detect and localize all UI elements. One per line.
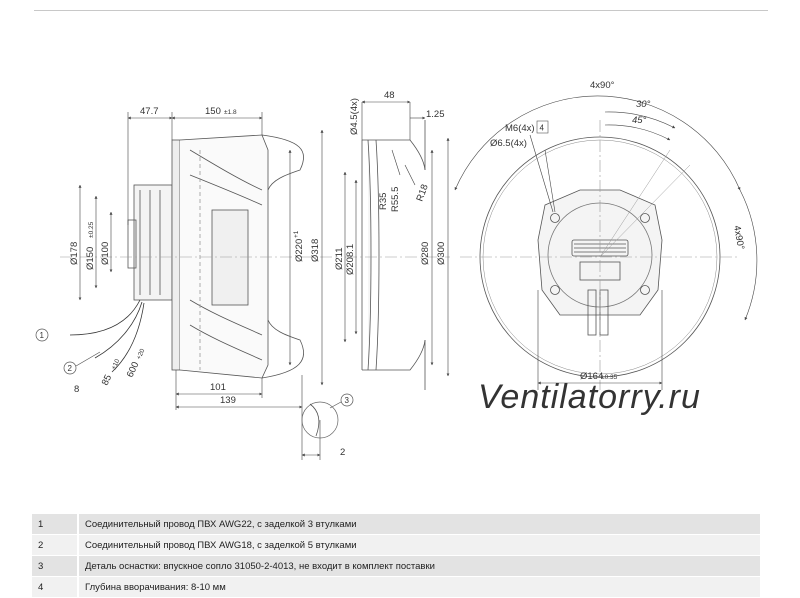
legend-text: Соединительный провод ПВХ AWG22, с задел…	[79, 514, 760, 534]
detail-circle	[301, 401, 339, 439]
callout-2-circle	[63, 361, 77, 375]
dim-d208-1: Ø208.1	[345, 244, 356, 275]
legend-text: Деталь оснастки: впускное сопло 31050-2-…	[79, 556, 760, 576]
legend-num: 3	[32, 556, 79, 576]
callouts: 1 2 3	[35, 328, 354, 409]
dim-d150: Ø150	[85, 247, 96, 270]
dim-r55-5: R55.5	[390, 187, 401, 212]
dim-150: 150	[205, 106, 221, 117]
legend-table: 1 Соединительный провод ПВХ AWG22, с зад…	[32, 513, 760, 598]
dim-d4-5: Ø4.5(4x)	[349, 98, 360, 135]
legend-num: 2	[32, 535, 79, 555]
nozzle-dimensions	[343, 100, 450, 377]
legend-row: 3 Деталь оснастки: впускное сопло 31050-…	[32, 556, 760, 576]
dim-d280: Ø280	[420, 242, 431, 265]
dim-d300: Ø300	[436, 242, 447, 265]
dim-85: 85	[100, 373, 114, 387]
top-divider	[34, 10, 768, 11]
watermark: Ventilatorry.ru	[478, 378, 701, 416]
angle-45: 45°	[632, 115, 647, 126]
angle-4x90-top: 4x90°	[590, 80, 615, 91]
dim-85-tol: ±10	[110, 358, 121, 371]
dim-r18: R18	[414, 183, 430, 203]
dim-101: 101	[210, 382, 226, 393]
angle-30: 30°	[636, 99, 651, 110]
dim-d211: Ø211	[334, 247, 345, 270]
dim-47-7: 47.7	[140, 106, 159, 117]
dim-d150-tol: ±0.25	[88, 221, 95, 238]
legend-text: Глубина вворачивания: 8-10 мм	[79, 577, 760, 597]
dim-d100: Ø100	[100, 242, 111, 265]
dim-600-tol: +20	[135, 348, 146, 361]
side-dimensions	[78, 112, 324, 460]
callout-1: 1	[40, 331, 45, 340]
front-dimensions	[454, 95, 758, 390]
callout-3: 3	[345, 396, 350, 405]
dim-139: 139	[220, 395, 236, 406]
legend-row: 2 Соединительный провод ПВХ AWG18, с зад…	[32, 535, 760, 555]
dim-1-25: 1.25	[426, 109, 445, 120]
legend-num: 1	[32, 514, 79, 534]
dim-2: 2	[340, 447, 345, 458]
dim-d164: Ø164	[580, 371, 603, 382]
callout-3-circle	[340, 393, 354, 407]
dim-d178: Ø178	[69, 242, 80, 265]
dim-d220: Ø220	[294, 239, 305, 262]
dim-d220-tol: +1	[293, 230, 300, 238]
legend-row: 1 Соединительный провод ПВХ AWG22, с зад…	[32, 514, 760, 534]
dim-r35: R35	[378, 193, 389, 210]
dim-48: 48	[384, 90, 395, 101]
callout-4: 4	[540, 124, 545, 133]
dim-150-tol: ±1.8	[224, 109, 237, 116]
legend-text: Соединительный провод ПВХ AWG18, с задел…	[79, 535, 760, 555]
dim-600: 600	[125, 360, 142, 379]
front-view	[460, 120, 740, 390]
dim-d6-5: Ø6.5(4x)	[490, 138, 527, 149]
nozzle-section	[345, 120, 450, 390]
dim-d318: Ø318	[310, 239, 321, 262]
dim-d164-tol: ±0.35	[601, 374, 618, 381]
angle-4x90-right: 4x90°	[731, 225, 746, 251]
legend-row: 4 Глубина вворачивания: 8-10 мм	[32, 577, 760, 597]
callout-2: 2	[68, 364, 73, 373]
side-view	[60, 134, 340, 379]
legend-num: 4	[32, 577, 79, 597]
dim-8: 8	[74, 384, 79, 395]
callout-1-circle	[35, 328, 49, 342]
technical-drawing: 47.7 150 ±1.8 Ø178 Ø150 ±0.25 Ø100 Ø220 …	[35, 80, 758, 460]
dim-m6: M6(4x)	[505, 123, 535, 134]
